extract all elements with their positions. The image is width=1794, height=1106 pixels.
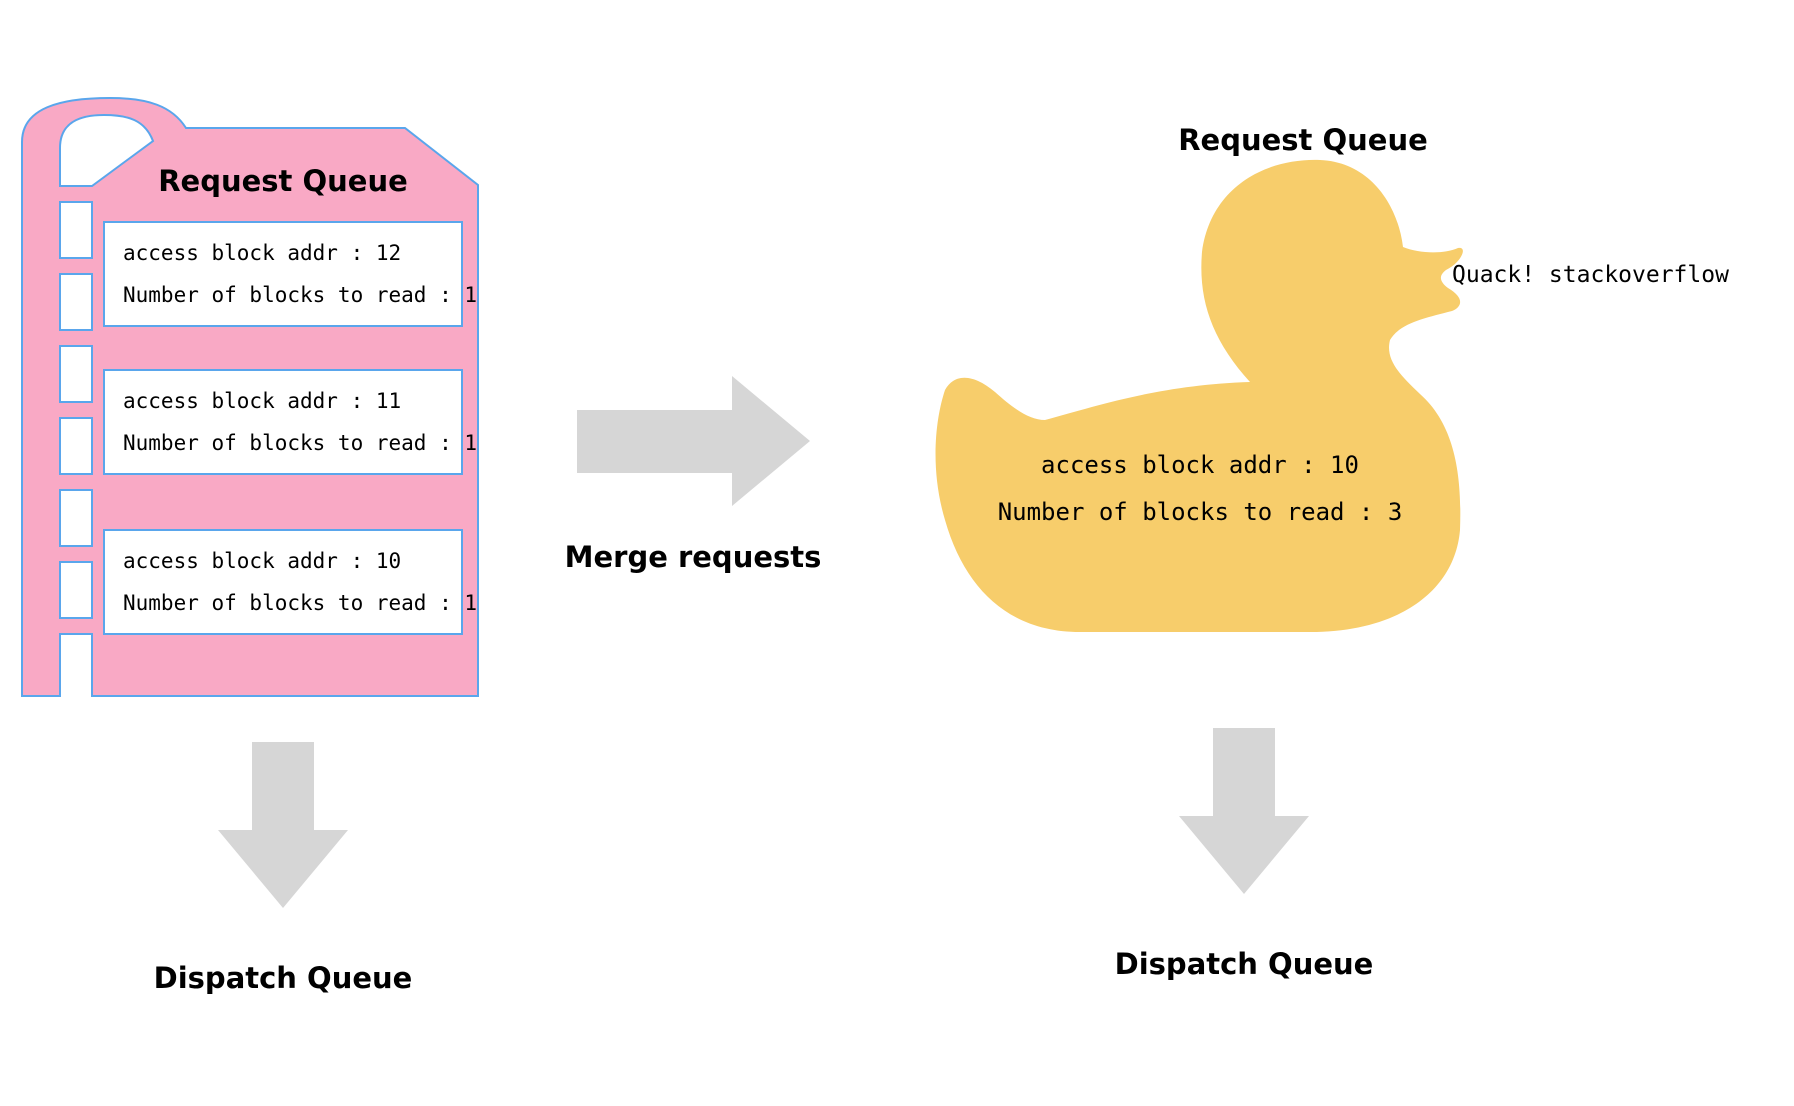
left-dispatch-label: Dispatch Queue [154, 961, 413, 995]
card-slot [59, 561, 93, 619]
request-box: access block addr : 11 Number of blocks … [103, 369, 477, 475]
card-slot [59, 417, 93, 475]
right-queue-title: Request Queue [1178, 123, 1428, 157]
request-count-text: Number of blocks to read : 1 [123, 431, 477, 455]
card-slot [59, 345, 93, 403]
request-addr-text: access block addr : 12 [123, 241, 401, 265]
card-slot [59, 489, 93, 547]
left-queue-title: Request Queue [158, 164, 408, 198]
left-down-arrow-icon [218, 742, 348, 908]
merge-right-arrow-icon [577, 376, 810, 506]
request-box-frame [103, 529, 463, 635]
merged-addr-text: access block addr : 10 [1041, 451, 1359, 479]
left-request-queue: Request Queue access block addr : 12 Num… [21, 96, 479, 697]
right-down-arrow-icon [1179, 728, 1309, 894]
request-count-text: Number of blocks to read : 1 [123, 591, 477, 615]
card-slot [59, 273, 93, 331]
request-box: access block addr : 12 Number of blocks … [103, 221, 477, 327]
rubber-duck-shape [935, 159, 1463, 632]
right-dispatch-label: Dispatch Queue [1115, 947, 1374, 981]
merge-label: Merge requests [565, 540, 822, 574]
card-handle-hole [59, 113, 155, 187]
merged-count-text: Number of blocks to read : 3 [998, 498, 1403, 526]
request-box-frame [103, 221, 463, 327]
request-box: access block addr : 10 Number of blocks … [103, 529, 477, 635]
request-addr-text: access block addr : 10 [123, 549, 401, 573]
card-slot [59, 201, 93, 259]
request-count-text: Number of blocks to read : 1 [123, 283, 477, 307]
duck-caption: Quack! stackoverflow [1452, 262, 1729, 288]
request-box-frame [103, 369, 463, 475]
card-side-slots [59, 201, 93, 619]
request-addr-text: access block addr : 11 [123, 389, 401, 413]
